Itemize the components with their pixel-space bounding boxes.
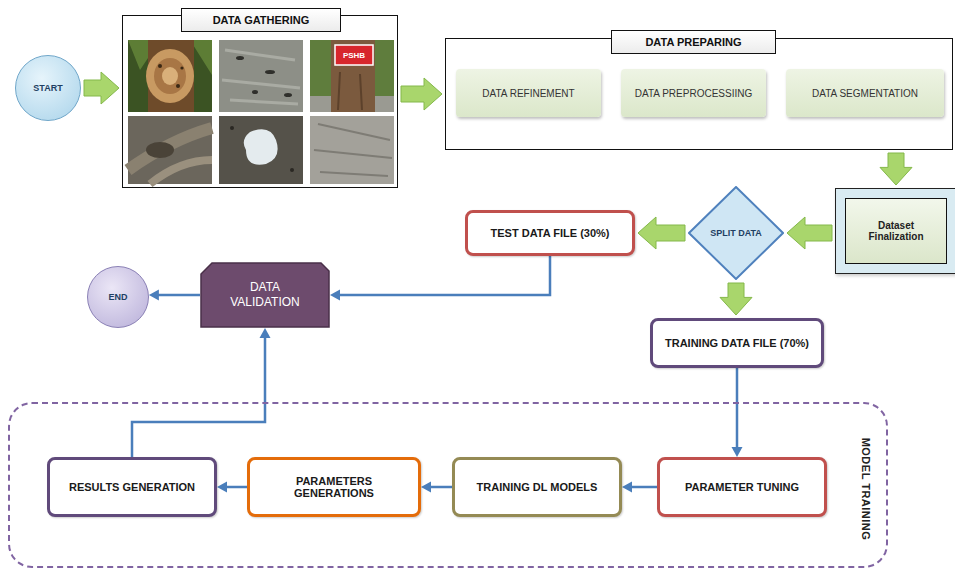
dataset-box: Dataset Finalization <box>835 188 955 274</box>
process-label: DATA SEGMENTATION <box>812 88 918 99</box>
region-label: MODEL TRAINING <box>860 438 872 541</box>
decision-diamond: SPLIT DATA <box>688 186 784 280</box>
process-label: DATA PREPROCESSIING <box>635 88 752 99</box>
connector-line <box>736 368 739 449</box>
arrowhead <box>622 482 632 493</box>
photo-bark-grey <box>310 116 394 184</box>
connector-line <box>157 294 200 297</box>
connector-line <box>225 486 247 489</box>
preparing-panel: DATA PREPARINGDATA REFINEMENTDATA PREPRO… <box>445 38 953 150</box>
connector-arrow <box>787 217 832 249</box>
block-arrow <box>787 217 832 249</box>
photo-tree-sign <box>310 40 394 112</box>
training-region: MODEL TRAINING PARAMETER TUNING TRAINING D… <box>8 402 888 568</box>
photo-stump <box>128 40 212 112</box>
validation-shape: DATA VALIDATION <box>200 262 330 328</box>
end-terminal: END <box>87 266 149 328</box>
data-file-box: TEST DATA FILE (30%) <box>465 210 635 256</box>
photo-bark-holes <box>219 40 303 112</box>
connector-arrow <box>149 290 200 301</box>
data-file-box: TRAINING DATA FILE (70%) <box>650 318 824 368</box>
arrowhead <box>421 482 431 493</box>
arrowhead <box>260 328 271 338</box>
connector-arrow <box>401 78 442 110</box>
process-box: DATA PREPROCESSIING <box>621 69 766 117</box>
process-label: DATA VALIDATION <box>219 280 311 310</box>
process-box: RESULTS GENERATION <box>47 457 217 517</box>
process-box: DATA SEGMENTATION <box>786 69 944 117</box>
block-arrow <box>720 283 752 315</box>
block-arrow <box>880 153 912 185</box>
arrowhead <box>330 290 340 301</box>
arrowhead <box>732 447 743 457</box>
process-label: RESULTS GENERATION <box>69 481 195 493</box>
gathering-panel: DATA GATHERING <box>122 15 398 188</box>
process-label: TRAINING DATA FILE (70%) <box>665 337 809 349</box>
start-terminal: START <box>15 55 81 121</box>
sign-label-holder: PSHB <box>335 45 373 65</box>
arrowhead <box>149 290 159 301</box>
process-label: DATA REFINEMENT <box>482 88 574 99</box>
terminal-label: END <box>108 292 127 302</box>
connector-arrow <box>622 482 657 493</box>
sign-label: PSHB <box>343 51 365 60</box>
block-arrow <box>401 78 442 110</box>
photo-bark-fungus <box>219 116 303 184</box>
connector-arrow <box>330 256 550 301</box>
connector-line <box>429 486 452 489</box>
connector-line <box>338 256 550 295</box>
connector-arrow <box>132 328 271 457</box>
process-label: PARAMETERS GENERATIONS <box>260 475 408 499</box>
process-box: PARAMETERS GENERATIONS <box>247 457 421 517</box>
connector-arrow <box>217 482 247 493</box>
process-box: PARAMETER TUNING <box>657 457 827 517</box>
block-arrow <box>638 217 685 249</box>
connector-arrow <box>720 283 752 315</box>
shape-outline <box>201 263 329 327</box>
process-box: TRAINING DL MODELS <box>452 457 622 517</box>
connector-arrow <box>732 368 743 457</box>
process-label: TEST DATA FILE (30%) <box>491 227 610 239</box>
connector-arrow <box>421 482 452 493</box>
decision-label: SPLIT DATA <box>710 228 762 238</box>
process-label: Dataset Finalization <box>845 198 947 264</box>
block-arrow <box>84 72 119 104</box>
arrowhead <box>217 482 227 493</box>
shape-outline <box>689 187 783 279</box>
panel-heading: DATA PREPARING <box>611 30 776 54</box>
terminal-label: START <box>33 83 62 93</box>
connector-arrow <box>84 72 119 104</box>
connector-arrow <box>638 217 685 249</box>
process-box: DATA REFINEMENT <box>456 69 601 117</box>
connector-arrow <box>880 153 912 185</box>
photo-branches <box>128 116 212 184</box>
connector-line <box>132 336 265 457</box>
process-label: PARAMETER TUNING <box>685 481 799 493</box>
process-label: TRAINING DL MODELS <box>477 481 598 493</box>
connector-line <box>630 486 657 489</box>
panel-heading: DATA GATHERING <box>181 8 341 32</box>
